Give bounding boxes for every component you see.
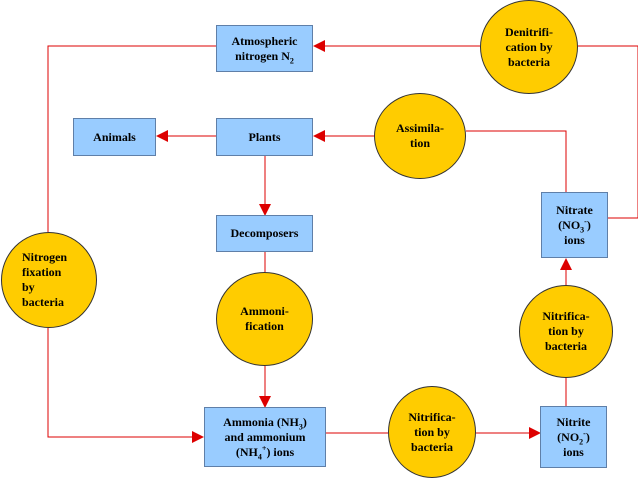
nitrification-bottom-line2: tion by: [414, 424, 450, 439]
animals-box: Animals: [73, 118, 156, 156]
nitrate-label-line2: (NO3-): [558, 216, 591, 234]
ammonia-line1-text: Ammonia (NH: [223, 414, 299, 429]
nitrite-box: Nitrite (NO2-) ions: [540, 406, 607, 468]
atmospheric-label-line2: nitrogen N2: [235, 48, 294, 65]
ammonification-line2: fication: [245, 319, 284, 333]
nitrite-label-line1: Nitrite: [556, 414, 591, 429]
decomposers-box: Decomposers: [216, 215, 313, 252]
ammonia-label-line3: (NH4+) ions: [235, 443, 295, 461]
nitrite-formula-close: ): [585, 429, 590, 444]
denitrification-circle: Denitrifi- cation by bacteria: [480, 0, 578, 94]
nitrogen-fixation-circle: Nitrogen fixation by bacteria: [1, 232, 97, 328]
ammonification-circle: Ammoni- fication: [216, 272, 313, 366]
nitrification-bottom-line3: bacteria: [411, 439, 453, 454]
ammonium-subscript: 4: [257, 451, 262, 461]
ammonium-superscript: +: [261, 443, 267, 453]
ammonification-line1: Ammoni-: [240, 304, 289, 318]
nitrification-right-line1: Nitrifica-: [542, 309, 590, 323]
nitrogen-fixation-line3: by: [22, 280, 35, 294]
nitrification-bottom-circle: Nitrifica- tion by bacteria: [388, 386, 476, 478]
nitrite-label-line2: (NO2-): [557, 428, 590, 446]
line-atmospheric-to-fixation: [47, 45, 216, 232]
ammonia-label-line2: and ammonium: [224, 429, 306, 444]
ammonium-line3-close: ) ions: [266, 444, 295, 459]
nitrogen-fixation-line1: Nitrogen: [22, 250, 68, 264]
line-nitrate-to-denitrification: [578, 45, 638, 219]
denitrification-line1: Denitrifi-: [505, 24, 553, 39]
animals-label: Animals: [93, 129, 136, 144]
nitrate-formula-text: (NO: [558, 217, 581, 232]
arrow-fixation-to-ammonia: [47, 328, 204, 443]
nitrogen-fixation-line4: bacteria: [22, 295, 64, 309]
nitrification-right-circle: Nitrifica- tion by bacteria: [519, 285, 613, 378]
nitrate-label-line1: Nitrate: [556, 202, 593, 217]
atmospheric-label-line1: Atmospheric: [231, 33, 298, 48]
nitrite-formula-text: (NO: [557, 429, 580, 444]
denitrification-line2: cation by: [505, 39, 553, 54]
atmospheric-nitrogen-box: Atmospheric nitrogen N2: [216, 25, 313, 72]
nitrification-right-line2: tion by: [548, 324, 584, 338]
ammonia-line1-close: ): [302, 414, 307, 429]
nitrate-superscript: -: [584, 216, 587, 226]
ammonium-line3-text: (NH: [235, 444, 258, 459]
nitrification-bottom-line1: Nitrifica-: [408, 409, 456, 424]
line-nitrate-to-assimilation: [466, 130, 567, 192]
nitrate-subscript: 3: [580, 224, 585, 234]
plants-label: Plants: [248, 129, 281, 144]
nitrate-box: Nitrate (NO3-) ions: [541, 192, 608, 258]
assimilation-line1: Assimila-: [396, 121, 444, 135]
ammonia-box: Ammonia (NH3) and ammonium (NH4+) ions: [204, 407, 326, 467]
nitrite-subscript: 2: [579, 436, 584, 446]
denitrification-line3: bacteria: [508, 54, 550, 69]
assimilation-circle: Assimila- tion: [374, 93, 466, 179]
nitrogen-fixation-line2: fixation: [22, 265, 62, 279]
nitrite-superscript: -: [583, 428, 586, 438]
atmospheric-line2-text: nitrogen N: [235, 48, 290, 63]
ammonia-subscript: 3: [298, 421, 303, 431]
plants-box: Plants: [216, 118, 313, 156]
decomposers-label: Decomposers: [230, 226, 299, 240]
atmospheric-n2-subscript: 2: [289, 55, 294, 65]
ammonia-label-line1: Ammonia (NH3): [223, 414, 307, 431]
nitrite-label-line3: ions: [563, 444, 584, 459]
nitrification-right-line3: bacteria: [545, 339, 587, 353]
nitrate-formula-close: ): [586, 217, 591, 232]
nitrate-label-line3: ions: [564, 232, 585, 247]
assimilation-line2: tion: [409, 136, 430, 150]
